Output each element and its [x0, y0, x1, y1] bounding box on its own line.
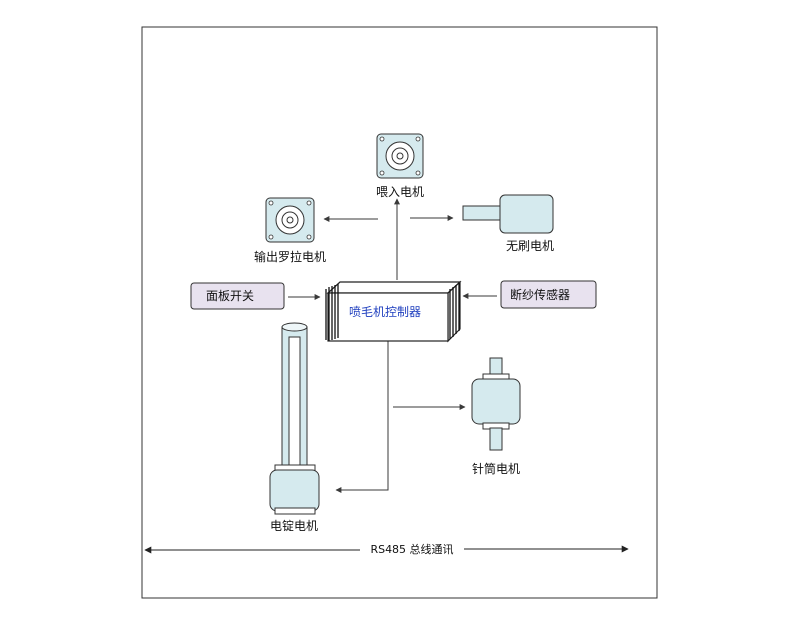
needle-cylinder-motor-label: 针筒电机 — [472, 461, 520, 476]
output-roller-motor: 输出罗拉电机 — [254, 197, 326, 264]
connection-lines — [288, 198, 497, 493]
feed-motor: 喂入电机 — [376, 133, 424, 199]
rs485-bus-label: RS485 总线通讯 — [370, 542, 453, 556]
rs485-bus: RS485 总线通讯 — [144, 542, 629, 556]
controller-box: 喷毛机控制器 — [325, 280, 462, 343]
yarn-break-sensor-label: 断纱传感器 — [510, 287, 570, 302]
diagram-frame — [141, 26, 658, 599]
panel-switch-label: 面板开关 — [206, 289, 254, 303]
yarn-break-sensor: 断纱传感器 — [500, 280, 597, 309]
brushless-motor-label: 无刷电机 — [506, 239, 554, 253]
output-roller-motor-label: 输出罗拉电机 — [254, 249, 326, 264]
spindle-motor: 电锭电机 — [269, 322, 320, 533]
line-controller-trunk — [335, 340, 389, 493]
brushless-motor: 无刷电机 — [462, 194, 554, 253]
panel-switch: 面板开关 — [190, 282, 285, 310]
feed-motor-label: 喂入电机 — [376, 185, 424, 199]
controller-label: 喷毛机控制器 — [349, 305, 421, 319]
needle-cylinder-motor: 针筒电机 — [471, 357, 521, 476]
spindle-motor-label: 电锭电机 — [270, 519, 318, 533]
